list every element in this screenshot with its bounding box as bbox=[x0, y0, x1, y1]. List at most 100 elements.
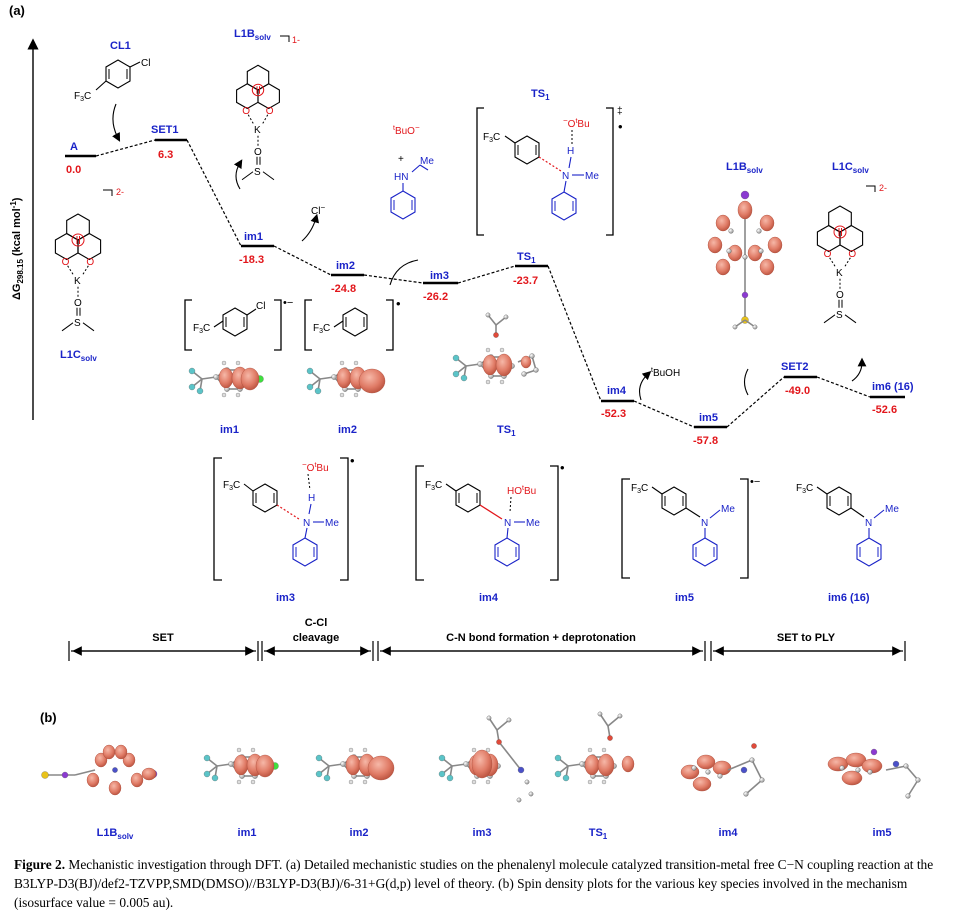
state-energy: 0.0 bbox=[66, 164, 81, 176]
svg-text:Me: Me bbox=[721, 504, 735, 515]
spin-plot-label: TS1 bbox=[589, 827, 608, 841]
energy-connector bbox=[457, 265, 516, 284]
amine-structure: tBuO− + HN Me bbox=[389, 123, 434, 286]
svg-text:F3C: F3C bbox=[796, 483, 813, 495]
svg-text:Me: Me bbox=[526, 518, 540, 529]
im1-radical-anion: •− F3C Cl im1 bbox=[184, 297, 293, 436]
svg-text:•: • bbox=[350, 453, 355, 468]
set2-arrow-in bbox=[743, 368, 749, 396]
spin-plot bbox=[438, 715, 534, 803]
state-label: im6 (16) bbox=[872, 381, 914, 393]
im5-structure: •− F3C N Me im5 bbox=[621, 476, 760, 604]
state-label: im3 bbox=[430, 270, 449, 282]
spin-plot bbox=[554, 711, 635, 785]
svg-text:N: N bbox=[701, 518, 708, 529]
state-label: SET2 bbox=[781, 361, 809, 373]
svg-text:O: O bbox=[74, 298, 82, 309]
energy-connector bbox=[816, 376, 871, 398]
panel-b-label: (b) bbox=[40, 710, 57, 725]
state-energy: -23.7 bbox=[513, 275, 538, 287]
spin-plot bbox=[680, 743, 765, 797]
state-energy: -18.3 bbox=[239, 254, 264, 266]
svg-text:O: O bbox=[254, 147, 262, 158]
energy-connector bbox=[633, 400, 695, 428]
energy-connector bbox=[547, 265, 602, 402]
phase-label: SET bbox=[152, 632, 174, 644]
ts1-spin-plot: TS1 bbox=[452, 312, 539, 438]
phase-label: C-N bond formation + deprotonation bbox=[446, 632, 636, 644]
svg-text:•: • bbox=[560, 460, 565, 475]
state-label: im5 bbox=[699, 412, 718, 424]
energy-connector bbox=[726, 376, 785, 428]
svg-text:K: K bbox=[74, 276, 81, 287]
svg-text:im3: im3 bbox=[276, 592, 295, 604]
spin-plot-label: L1Bsolv bbox=[97, 827, 134, 841]
svg-text:F3C: F3C bbox=[223, 480, 240, 492]
svg-text:L1Bsolv: L1Bsolv bbox=[726, 161, 763, 175]
svg-text:+: + bbox=[398, 154, 404, 165]
svg-text:•: • bbox=[618, 119, 623, 134]
spin-plot-label: im5 bbox=[873, 827, 892, 839]
phase-annotations: SET C-Cl cleavage C-N bond formation + depr… bbox=[68, 617, 906, 661]
svg-text:N: N bbox=[303, 518, 310, 529]
spin-plot-label: im1 bbox=[238, 827, 257, 839]
energy-axis-label: ΔG298.15 (kcal mol-1) bbox=[9, 197, 25, 300]
spin-plot bbox=[827, 748, 921, 799]
svg-text:tBuO−: tBuO− bbox=[393, 123, 420, 137]
l1b-arrow bbox=[233, 159, 243, 190]
svg-text:im4: im4 bbox=[479, 592, 499, 604]
svg-text:N: N bbox=[504, 518, 511, 529]
state-energy: -52.6 bbox=[872, 404, 897, 416]
svg-text:Me: Me bbox=[420, 156, 434, 167]
state-energy: 6.3 bbox=[158, 149, 173, 161]
svg-text:TS1: TS1 bbox=[531, 88, 550, 102]
svg-text:H: H bbox=[567, 146, 574, 157]
state-label: im2 bbox=[336, 260, 355, 272]
l1b-top-label: L1Bsolv bbox=[234, 28, 271, 42]
l1b-top-bracket bbox=[280, 35, 290, 42]
caption-text: Mechanistic investigation through DFT. (… bbox=[14, 857, 934, 910]
spin-plot bbox=[315, 747, 395, 785]
l1c-left-charge: 2- bbox=[116, 187, 124, 197]
panel-a-label: (a) bbox=[9, 3, 25, 18]
svg-text:Me: Me bbox=[325, 518, 339, 529]
spin-plot-label: im4 bbox=[719, 827, 739, 839]
ts1-structure: TS1 ‡ • F3C −OtBu H N Me bbox=[476, 88, 623, 236]
svg-text:TS1: TS1 bbox=[497, 424, 516, 438]
tbuoh-arrow bbox=[639, 371, 652, 401]
set2-arrow-out bbox=[851, 357, 867, 382]
svg-text:F3C: F3C bbox=[425, 480, 442, 492]
im2-radical: • F3C im2 bbox=[304, 296, 401, 436]
svg-text:F3C: F3C bbox=[631, 483, 648, 495]
energy-connector bbox=[186, 139, 242, 247]
cl1-cf3: F3C bbox=[74, 91, 91, 103]
chloride-label: Cl− bbox=[311, 203, 325, 217]
state-label: im1 bbox=[244, 231, 263, 243]
state-energy: -49.0 bbox=[785, 385, 810, 397]
caption-fig: Figure 2. bbox=[14, 857, 66, 872]
im4-structure: • F3C HOtBu N Me im4 bbox=[415, 460, 565, 604]
cl1-label: CL1 bbox=[110, 40, 131, 52]
tbuoh-label: tBuOH bbox=[651, 367, 680, 379]
state-energy: -24.8 bbox=[331, 283, 356, 295]
spin-plot bbox=[41, 744, 158, 796]
svg-text:O: O bbox=[848, 249, 856, 260]
chloride-arrow bbox=[301, 213, 320, 242]
figure-caption: Figure 2. Mechanistic investigation thro… bbox=[14, 855, 964, 912]
svg-text:Cl: Cl bbox=[141, 58, 150, 69]
svg-text:im6 (16): im6 (16) bbox=[828, 592, 870, 604]
svg-text:O: O bbox=[242, 106, 250, 117]
svg-text:Cl: Cl bbox=[256, 301, 265, 312]
state-label: im4 bbox=[607, 385, 627, 397]
svg-text:N: N bbox=[865, 518, 872, 529]
svg-text:im2: im2 bbox=[338, 424, 357, 436]
svg-text:K: K bbox=[836, 268, 843, 279]
energy-connector bbox=[95, 139, 156, 157]
l1c-left-label: L1Csolv bbox=[60, 349, 97, 363]
svg-text:F3C: F3C bbox=[483, 132, 500, 144]
phase-label: cleavage bbox=[293, 632, 339, 644]
svg-text:•−: •− bbox=[750, 476, 760, 488]
phase-label: C-Cl bbox=[305, 617, 328, 629]
svg-text:N: N bbox=[562, 171, 569, 182]
